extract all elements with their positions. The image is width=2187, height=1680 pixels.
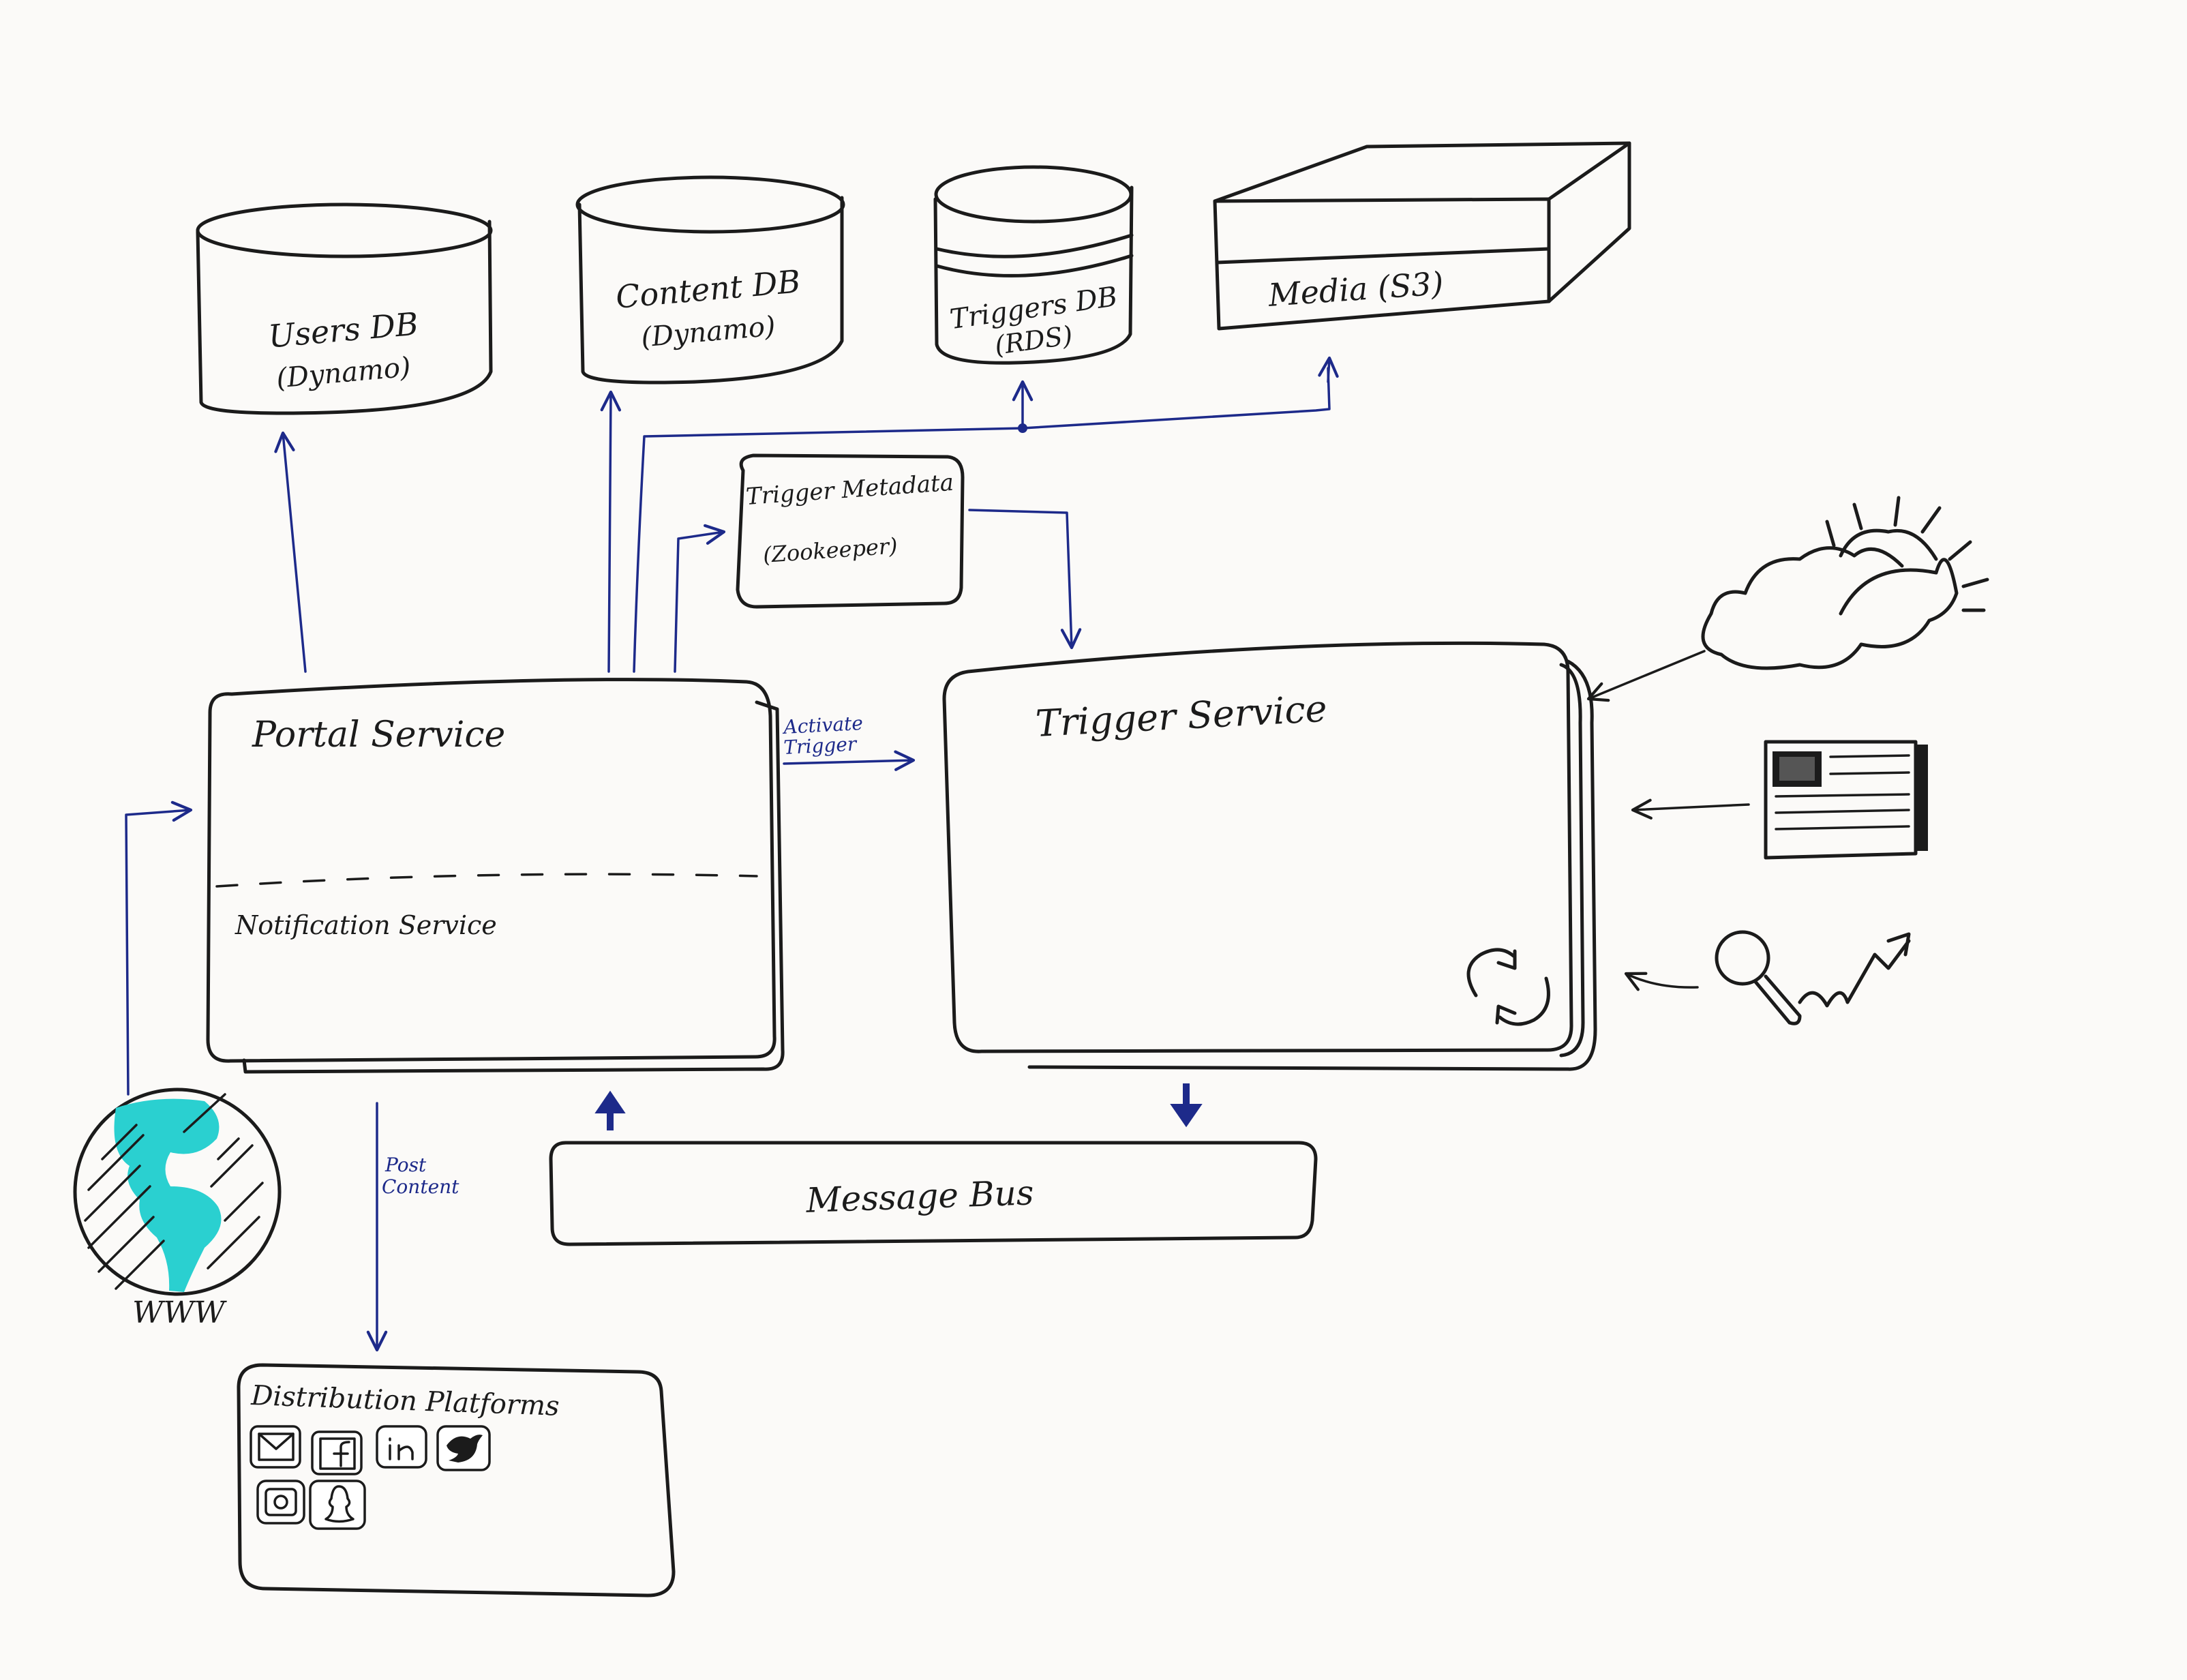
notification-service-label: Notification Service [235, 910, 497, 940]
snapchat-icon [309, 1480, 366, 1530]
content-db-engine: (Dynamo) [639, 311, 776, 354]
connectors [125, 356, 1339, 1352]
users-db: Users DB (Dynamo) [196, 202, 493, 415]
refresh-icon [1466, 948, 1550, 1026]
www-label: WWW [132, 1295, 227, 1330]
message-bus: Message Bus [549, 1141, 1318, 1246]
media-s3: Media (S3) [1213, 141, 1631, 331]
activate-label-2: Trigger [783, 732, 858, 759]
trigger-metadata: Trigger Metadata (Zookeeper) [736, 453, 965, 609]
facebook-icon [311, 1430, 363, 1475]
users-db-name: Users DB [267, 305, 419, 355]
magnifier-trend-icon [1715, 930, 1911, 1025]
post-content-label-2: Content [382, 1175, 459, 1198]
database-icon [196, 220, 493, 415]
trigger-metadata-engine: (Zookeeper) [762, 532, 899, 568]
trigger-service-title: Trigger Service [1034, 687, 1328, 745]
mail-icon [250, 1425, 301, 1469]
database-icon [577, 196, 844, 385]
distribution-platforms: Distribution Platforms [237, 1363, 676, 1597]
instagram-icon [256, 1480, 305, 1525]
newspaper-icon [1764, 740, 1928, 860]
distribution-title: Distribution Platforms [250, 1380, 560, 1422]
content-db: Content DB (Dynamo) [575, 175, 845, 385]
portal-service: Portal Service Notification Service [206, 678, 785, 1074]
activate-label-1: Activate [781, 712, 864, 738]
media-label: Media (S3) [1267, 265, 1445, 314]
users-db-engine: (Dynamo) [275, 352, 412, 395]
content-db-name: Content DB [614, 262, 802, 315]
cloud-sun-icon [1701, 496, 1989, 670]
trigger-metadata-name: Trigger Metadata [745, 469, 954, 511]
globe-icon [73, 1088, 282, 1296]
storage-box-icon [1213, 141, 1631, 331]
message-bus-label: Message Bus [804, 1173, 1034, 1220]
twitter-icon [436, 1425, 491, 1471]
post-content-label-1: Post [384, 1154, 427, 1176]
database-icon [933, 185, 1134, 365]
trigger-service: Trigger Service [942, 641, 1597, 1071]
source-arrows [1586, 650, 1750, 991]
portal-service-title: Portal Service [252, 715, 505, 755]
linkedin-icon [376, 1425, 427, 1469]
triggers-db: Triggers DB (RDS) [933, 165, 1134, 365]
